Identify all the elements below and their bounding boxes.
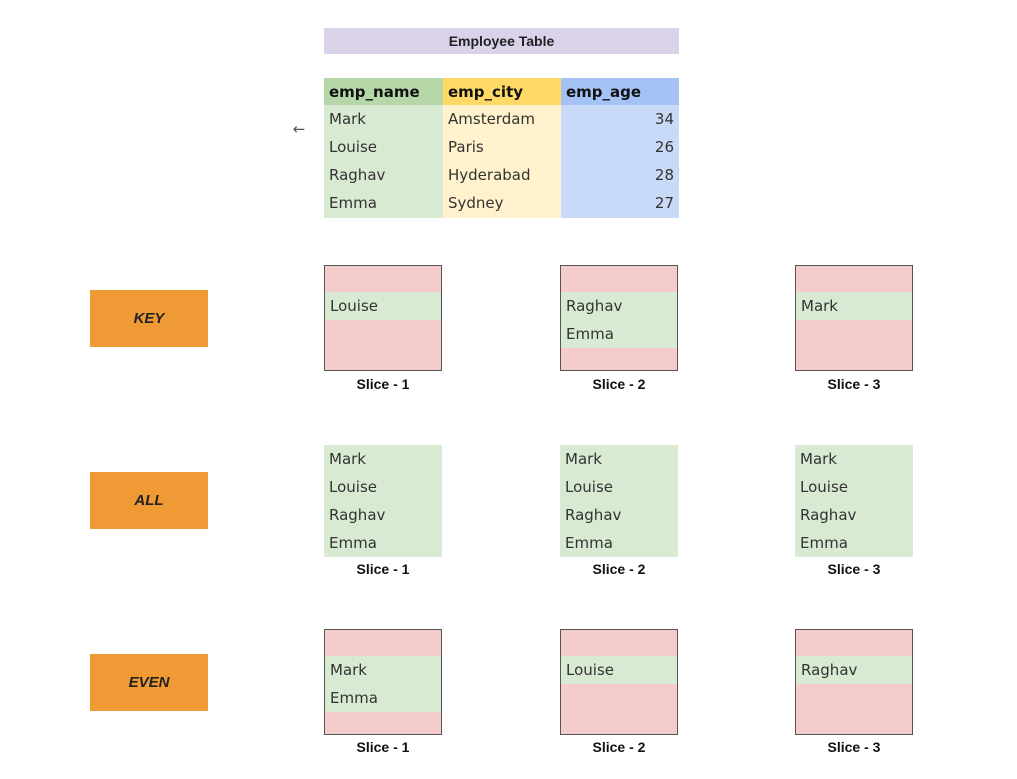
key-slice-3-label: Slice - 3 bbox=[827, 376, 881, 392]
slice-item: Mark bbox=[565, 450, 602, 468]
even-slice-2: Louise bbox=[560, 629, 678, 735]
key-slice-2: Raghav Emma bbox=[560, 265, 678, 371]
slice-item: Emma bbox=[329, 534, 377, 552]
even-slice-1: Mark Emma bbox=[324, 629, 442, 735]
slice-item: Louise bbox=[566, 661, 614, 679]
slice-item: Emma bbox=[330, 689, 378, 707]
even-slice-3: Raghav bbox=[795, 629, 913, 735]
emp-age-header: emp_age bbox=[561, 78, 679, 105]
slice-item: Louise bbox=[565, 478, 613, 496]
slice-item: Mark bbox=[329, 450, 366, 468]
emp-city-header: emp_city bbox=[443, 78, 561, 105]
even-slice-3-label: Slice - 3 bbox=[827, 739, 881, 755]
emp-age-cell: 27 bbox=[654, 194, 674, 212]
slice-item: Raghav bbox=[329, 506, 386, 524]
emp-city-cell: Paris bbox=[448, 138, 484, 156]
slice-item: Mark bbox=[330, 661, 367, 679]
emp-age-cell: 26 bbox=[654, 138, 674, 156]
slice-item: Louise bbox=[329, 478, 377, 496]
arrow-left-icon[interactable]: ← bbox=[292, 120, 306, 138]
slice-item: Louise bbox=[330, 297, 378, 315]
all-slice-3: Mark Louise Raghav Emma bbox=[795, 445, 913, 557]
slice-item: Louise bbox=[800, 478, 848, 496]
all-style-box: ALL bbox=[90, 472, 208, 529]
emp-age-cell: 28 bbox=[654, 166, 674, 184]
even-style-box: EVEN bbox=[90, 654, 208, 711]
key-slice-3: Mark bbox=[795, 265, 913, 371]
all-slice-1-label: Slice - 1 bbox=[356, 561, 410, 577]
emp-name-cell: Louise bbox=[329, 138, 377, 156]
key-style-box: KEY bbox=[90, 290, 208, 347]
emp-age-column: emp_age 34 26 28 27 bbox=[561, 78, 679, 218]
slice-item: Emma bbox=[800, 534, 848, 552]
emp-age-cell: 34 bbox=[654, 110, 674, 128]
emp-city-cell: Hyderabad bbox=[448, 166, 531, 184]
all-slice-2-label: Slice - 2 bbox=[592, 561, 646, 577]
emp-name-column: emp_name Mark Louise Raghav Emma bbox=[324, 78, 443, 218]
emp-name-cell: Emma bbox=[329, 194, 377, 212]
slice-item: Mark bbox=[801, 297, 838, 315]
all-slice-3-label: Slice - 3 bbox=[827, 561, 881, 577]
key-slice-1: Louise bbox=[324, 265, 442, 371]
even-slice-2-label: Slice - 2 bbox=[592, 739, 646, 755]
slice-item: Emma bbox=[566, 325, 614, 343]
emp-name-cell: Mark bbox=[329, 110, 366, 128]
slice-item: Raghav bbox=[800, 506, 857, 524]
emp-city-cell: Amsterdam bbox=[448, 110, 536, 128]
slice-item: Mark bbox=[800, 450, 837, 468]
slice-item: Raghav bbox=[801, 661, 858, 679]
slice-item: Emma bbox=[565, 534, 613, 552]
all-slice-1: Mark Louise Raghav Emma bbox=[324, 445, 442, 557]
slice-item: Raghav bbox=[565, 506, 622, 524]
even-slice-1-label: Slice - 1 bbox=[356, 739, 410, 755]
emp-city-cell: Sydney bbox=[448, 194, 504, 212]
slice-item: Raghav bbox=[566, 297, 623, 315]
all-slice-2: Mark Louise Raghav Emma bbox=[560, 445, 678, 557]
emp-city-column: emp_city Amsterdam Paris Hyderabad Sydne… bbox=[443, 78, 561, 218]
key-slice-2-label: Slice - 2 bbox=[592, 376, 646, 392]
emp-name-header: emp_name bbox=[324, 78, 443, 105]
key-slice-1-label: Slice - 1 bbox=[356, 376, 410, 392]
employee-table-title: Employee Table bbox=[324, 28, 679, 54]
emp-name-cell: Raghav bbox=[329, 166, 386, 184]
